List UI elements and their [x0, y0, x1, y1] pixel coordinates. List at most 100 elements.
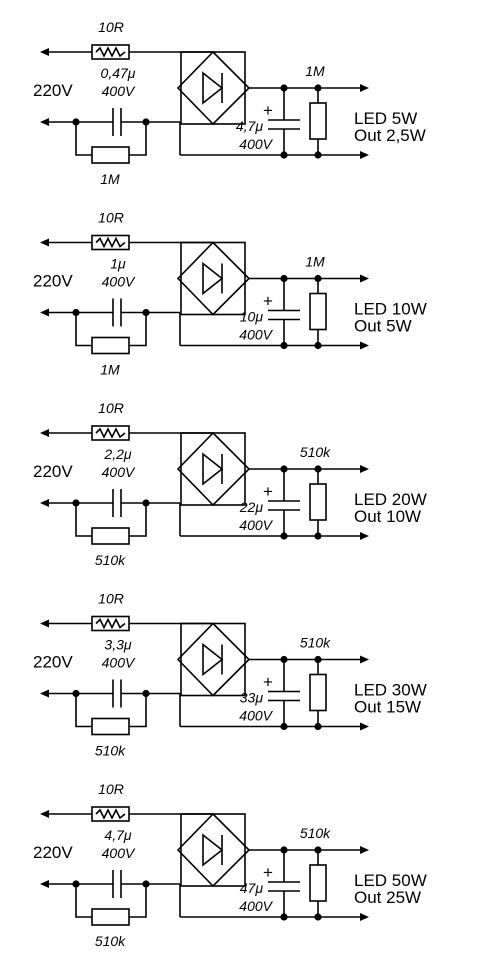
input-arrow-top [40, 238, 49, 247]
diode-symbol [202, 261, 224, 296]
load-resistor-label: 1M [305, 254, 325, 270]
series-resistor-zigzag [95, 808, 126, 820]
bleeder-resistor-label: 510k [95, 552, 126, 568]
bleeder-wire [129, 122, 147, 156]
polarity-mark: + [263, 482, 273, 501]
load-resistor [309, 102, 327, 140]
bridge-rectifier-frame [180, 622, 246, 697]
bleeder-resistor [91, 146, 130, 164]
bleeder-resistor [91, 527, 130, 545]
input-arrow-top [40, 429, 49, 437]
input-voltage-label: 220V [33, 843, 73, 862]
series-resistor-zigzag [95, 46, 126, 58]
input-arrow-top [40, 48, 49, 56]
filter-cap-value-label: 33μ [240, 690, 264, 706]
series-resistor-label: 10R [98, 591, 124, 607]
input-arrow-top [40, 619, 49, 628]
diode-symbol [202, 642, 224, 677]
input-voltage-label: 220V [33, 653, 73, 672]
series-cap-value-label: 4,7μ [104, 827, 131, 843]
diode-symbol [202, 833, 224, 867]
series-resistor-zigzag [95, 427, 126, 439]
series-resistor-label: 10R [98, 210, 124, 226]
bleeder-wire [129, 503, 147, 537]
filter-cap-voltage-label: 400V [239, 708, 273, 724]
load-resistor [309, 864, 327, 902]
output-arrow-negative [360, 722, 369, 731]
bleeder-wire [129, 312, 147, 347]
bleeder-wire [75, 312, 92, 347]
polarity-mark: + [263, 101, 273, 120]
led-rating-label: LED 5W [354, 109, 417, 128]
output-rating-label: Out 25W [354, 888, 421, 907]
series-cap-voltage-label: 400V [102, 655, 136, 671]
bleeder-wire [129, 693, 147, 728]
input-arrow-bottom [40, 880, 49, 888]
bleeder-wire [129, 884, 147, 918]
input-arrow-bottom [40, 118, 49, 126]
series-resistor-label: 10R [98, 19, 124, 35]
output-arrow-positive [360, 655, 369, 664]
output-rating-label: Out 2,5W [354, 126, 426, 145]
input-voltage-label: 220V [33, 272, 73, 291]
output-arrow-positive [360, 465, 369, 473]
output-rating-label: Out 5W [354, 317, 412, 336]
output-arrow-positive [360, 846, 369, 854]
filter-cap-value-label: 22μ [239, 499, 264, 515]
load-resistor [309, 292, 327, 331]
input-voltage-label: 220V [33, 81, 73, 100]
filter-cap-value-label: 47μ [240, 880, 264, 896]
output-arrow-positive [360, 274, 369, 283]
led-rating-label: LED 30W [354, 681, 427, 700]
filter-cap-voltage-label: 400V [239, 136, 273, 152]
load-resistor [309, 483, 327, 521]
output-arrow-negative [360, 341, 369, 350]
input-arrow-bottom [40, 499, 49, 507]
series-cap-voltage-label: 400V [102, 83, 136, 99]
load-resistor [309, 673, 327, 712]
polarity-mark: + [263, 673, 273, 692]
series-resistor-zigzag [95, 617, 126, 630]
bridge-rectifier-frame [180, 813, 246, 887]
bridge-rectifier-frame [180, 241, 246, 316]
input-arrow-bottom [40, 308, 49, 317]
bridge-rectifier-frame [180, 432, 246, 506]
load-resistor-label: 510k [300, 825, 331, 841]
bleeder-wire [75, 693, 92, 728]
bleeder-resistor-label: 1M [100, 171, 120, 187]
bleeder-resistor-label: 510k [95, 743, 126, 759]
led-rating-label: LED 50W [354, 871, 427, 890]
series-resistor-zigzag [95, 236, 126, 249]
bleeder-resistor [91, 717, 130, 736]
series-resistor-label: 10R [98, 400, 124, 416]
input-arrow-bottom [40, 689, 49, 698]
filter-cap-value-label: 4,7μ [236, 118, 263, 134]
input-arrow-top [40, 810, 49, 818]
output-arrow-negative [360, 151, 369, 159]
filter-cap-voltage-label: 400V [239, 898, 273, 914]
bridge-rectifier-frame [180, 51, 246, 125]
output-rating-label: Out 15W [354, 698, 421, 717]
series-cap-voltage-label: 400V [102, 464, 136, 480]
diode-symbol [202, 452, 224, 486]
led-rating-label: LED 20W [354, 490, 427, 509]
bleeder-wire [75, 884, 92, 918]
load-resistor-label: 1M [305, 63, 325, 79]
series-cap-value-label: 2,2μ [103, 446, 131, 462]
diode-symbol [202, 71, 224, 105]
input-voltage-label: 220V [33, 462, 73, 481]
led-rating-label: LED 10W [354, 300, 427, 319]
output-arrow-positive [360, 84, 369, 92]
bleeder-resistor [91, 336, 130, 355]
bleeder-resistor-label: 1M [100, 362, 120, 378]
output-arrow-negative [360, 532, 369, 540]
series-resistor-label: 10R [98, 781, 124, 797]
bleeder-wire [75, 122, 92, 156]
series-cap-value-label: 0,47μ [101, 65, 136, 81]
output-arrow-negative [360, 913, 369, 921]
